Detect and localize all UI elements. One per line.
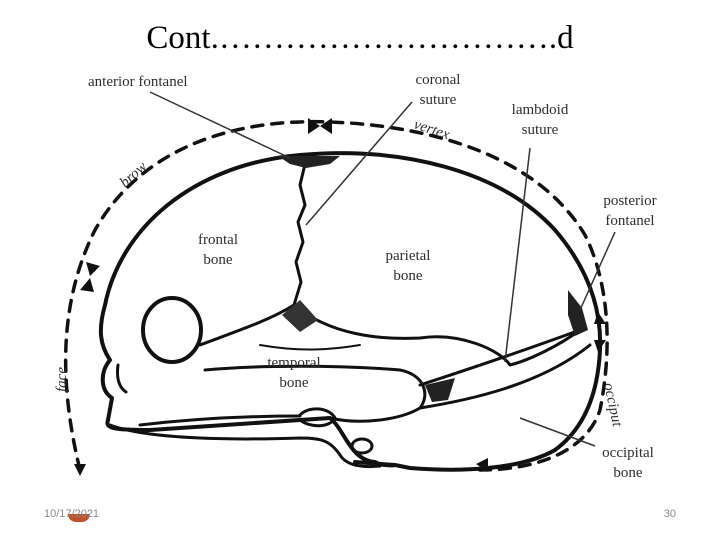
label-temporal-bone-1: temporal (267, 355, 320, 371)
label-occiput: occiput (600, 382, 625, 429)
leader-anterior-fontanel (149, 91, 291, 159)
slide-title: Cont.………………………….d (146, 20, 574, 56)
leader-posterior-fontanel (579, 231, 616, 311)
lambdoid-suture-line (418, 328, 582, 387)
occipital-suture (418, 343, 592, 410)
label-frontal-bone-1: frontal (198, 232, 238, 248)
vertex-arrow-2 (320, 118, 332, 134)
label-temporal-bone-2: bone (279, 375, 309, 391)
label-anterior-fontanel: anterior fontanel (88, 74, 188, 90)
temporal-lower (203, 364, 427, 423)
brow-arrow (86, 262, 100, 276)
presentation-arc (63, 119, 609, 472)
label-parietal-bone-1: parietal (386, 248, 431, 264)
frontal-temporal-suture (198, 303, 296, 347)
occipital-arrow (476, 458, 488, 472)
footer-accent-mark (68, 514, 90, 522)
label-frontal-bone-2: bone (203, 252, 233, 268)
anterior-fontanel-shape (278, 156, 340, 168)
label-lambdoid-suture-2: suture (522, 122, 559, 138)
posterior-fontanel-shape (568, 290, 588, 336)
vertex-arrow (308, 118, 320, 134)
label-coronal-suture-1: coronal (416, 72, 461, 88)
label-posterior-fontanel-1: posterior (603, 193, 656, 209)
parietal-temporal-suture (292, 303, 582, 367)
occiput-arrow-down (594, 340, 606, 352)
label-parietal-bone-2: bone (393, 268, 423, 284)
temporal-fontanel-shape (282, 300, 318, 332)
ear-region (298, 407, 337, 428)
label-brow: brow (117, 159, 150, 191)
label-coronal-suture-2: suture (420, 92, 457, 108)
label-posterior-fontanel-2: fontanel (605, 213, 654, 229)
mastoid-fontanel-shape (425, 378, 455, 402)
face-outline (98, 303, 397, 468)
page-number: 30 (663, 508, 676, 520)
mandible-outline (108, 423, 382, 469)
label-lambdoid-suture-1: lambdoid (512, 102, 569, 118)
face-arrow-down (74, 464, 86, 476)
orbit (141, 296, 203, 364)
label-vertex: vertex (412, 117, 452, 144)
label-face: face (54, 367, 70, 392)
face-arrow-up (80, 278, 94, 292)
squamosal (259, 344, 361, 351)
nasal-region (116, 363, 128, 394)
occiput-arrow-up (594, 312, 606, 324)
arc-arrowheads (74, 118, 606, 476)
mastoid (350, 437, 374, 455)
leader-occipital-bone (519, 417, 596, 447)
skull-outline (103, 151, 603, 472)
leader-coronal-suture (305, 101, 413, 226)
lower-jaw-line (138, 414, 302, 427)
label-occipital-bone-2: bone (613, 465, 643, 481)
leader-lambdoid-suture (504, 147, 531, 363)
label-occipital-bone-1: occipital (602, 445, 654, 461)
coronal-suture (292, 158, 308, 307)
footer-date: 10/17/2021 (44, 508, 100, 520)
